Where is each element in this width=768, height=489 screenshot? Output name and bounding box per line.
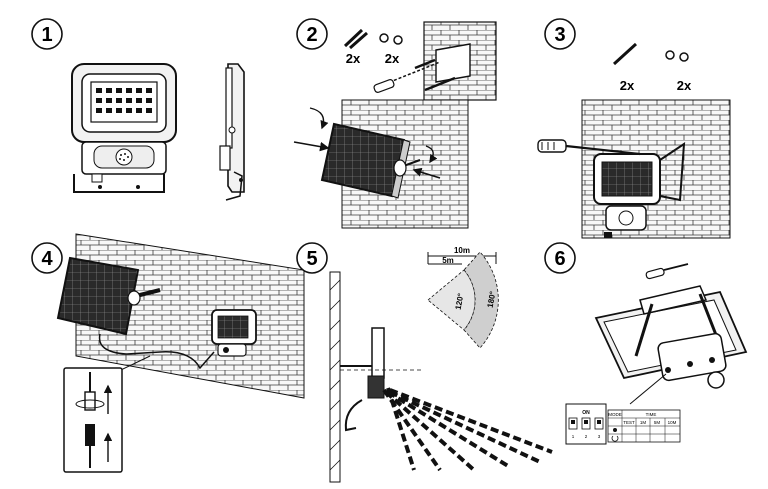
floodlight-side-view [340, 327, 385, 399]
step-2-circle [296, 18, 328, 50]
washer-icon [379, 33, 403, 45]
detection-zone [382, 387, 553, 472]
cable [98, 333, 215, 370]
table-header-time: TIME [646, 412, 657, 417]
step-5-number: 5 [306, 248, 317, 270]
dip-switch: ON 1 2 3 [565, 403, 607, 445]
step-6: 6 ON 1 2 3 [544, 242, 748, 445]
step-1: 1 [31, 18, 245, 201]
switch-on-label: ON [582, 410, 590, 416]
step-2-number: 2 [306, 24, 317, 46]
step-4: 4 [31, 233, 305, 473]
table-header-mode: MODE [608, 412, 622, 417]
screw-icon [343, 28, 368, 50]
solar-panel [56, 256, 140, 336]
angle-inner-label: 120° [454, 293, 466, 311]
step-3-circle [544, 18, 576, 50]
floodlight-side-view [219, 63, 245, 201]
step-6-circle [544, 242, 576, 274]
screw-icon [612, 42, 638, 66]
rotate-arrow-icon [309, 107, 329, 130]
table-col-test: TEST [623, 420, 635, 425]
step-6-number: 6 [554, 248, 565, 270]
step-2-screws-qty: 2x [346, 51, 361, 66]
rotate-arrow-icon [425, 145, 438, 164]
floodlight-front-view [71, 63, 177, 193]
step-5-circle [296, 242, 328, 274]
wall-plug-icon [373, 79, 395, 93]
settings-table: MODE TIME TEST 1M 5M 10M [607, 409, 681, 443]
screwdriver-icon [537, 139, 641, 156]
distance-near-label: 5m [442, 256, 454, 265]
step-2-washers-qty: 2x [385, 51, 400, 66]
motion-sensor-icon [707, 371, 725, 389]
connector-inset [63, 367, 123, 473]
motion-sensor-icon [618, 210, 634, 226]
sensor-cone-outer [463, 251, 499, 349]
arrow-icon [412, 167, 441, 179]
table-col-5m: 5M [654, 420, 661, 425]
step-1-circle [31, 18, 63, 50]
led-array-icon [96, 88, 152, 113]
floodlight-mounted [211, 309, 257, 357]
step-4-circle [31, 242, 63, 274]
table-col-1m: 1M [640, 420, 647, 425]
screwdriver-icon [645, 263, 689, 280]
step-4-number: 4 [41, 248, 53, 270]
moon-icon [611, 435, 619, 442]
mounting-bracket [435, 43, 471, 83]
floodlight-mounted [593, 142, 686, 238]
cable [344, 399, 363, 432]
step-3: 3 2x 2x [537, 18, 731, 239]
floodlight-rear-view [594, 285, 748, 389]
arrow-icon [293, 141, 330, 152]
wall-edge [329, 271, 341, 483]
motion-sensor-icon [115, 148, 133, 166]
distance-far-label: 10m [454, 246, 470, 255]
step-1-number: 1 [41, 24, 52, 46]
washer-icon [665, 50, 689, 62]
sun-icon [613, 428, 617, 432]
connector-icon [75, 372, 105, 468]
switch-number-3: 3 [598, 434, 601, 439]
step-3-number: 3 [554, 24, 565, 46]
step-3-screws-qty: 2x [620, 78, 635, 93]
table-col-10m: 10M [668, 420, 677, 425]
step-5: 5 10m 5m [296, 242, 553, 483]
step-3-washers-qty: 2x [677, 78, 692, 93]
angle-outer-label: 180° [486, 291, 498, 309]
range-diagram: 10m 5m 120° 180° [427, 246, 499, 349]
step-2: 2 2x 2x [293, 18, 497, 229]
switch-number-1: 1 [572, 434, 575, 439]
sensor-cone-inner [427, 269, 476, 331]
switch-number-2: 2 [585, 434, 588, 439]
panel-joint [393, 159, 407, 177]
